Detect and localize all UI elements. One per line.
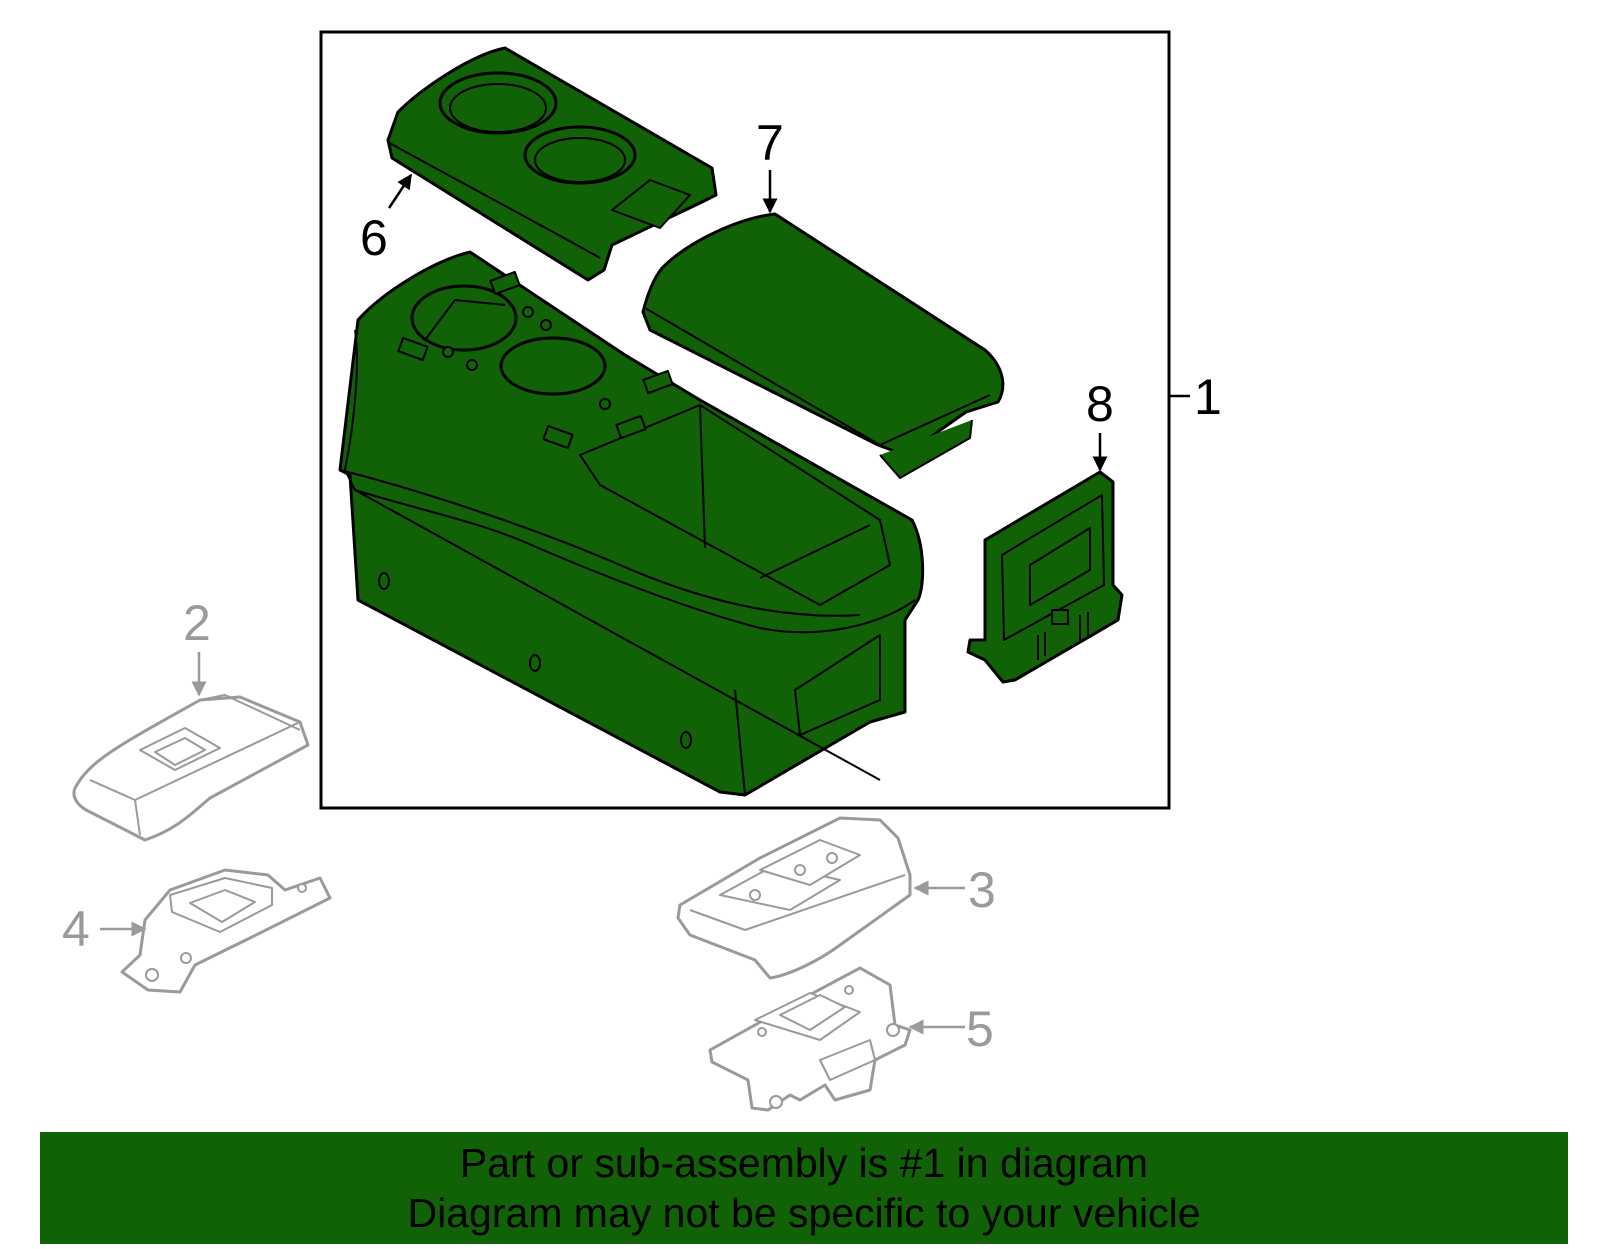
banner-line-2: Diagram may not be specific to your vehi… [407, 1190, 1201, 1236]
callout-2: 2 [183, 595, 211, 651]
callout-8: 8 [1086, 376, 1114, 432]
assembly-frame [319, 30, 1171, 810]
part-5-mounting-plate[interactable] [708, 966, 912, 1112]
callout-1: 1 [1194, 369, 1222, 425]
callout-7: 7 [756, 115, 784, 171]
disclaimer-banner: Part or sub-assembly is #1 in diagram Di… [40, 1132, 1568, 1244]
part-2-armrest-pad[interactable] [72, 694, 310, 842]
callout-3: 3 [968, 862, 996, 918]
part-1-console-body[interactable] [338, 250, 925, 797]
leader-lines [100, 170, 1190, 1035]
part-3-trim-panel[interactable] [676, 816, 912, 980]
callout-6: 6 [360, 210, 388, 266]
part-7-armrest-lid[interactable] [641, 212, 1005, 479]
part-4-bracket[interactable] [120, 868, 332, 994]
part-8-rear-panel[interactable] [966, 470, 1124, 684]
banner-line-1: Part or sub-assembly is #1 in diagram [459, 1140, 1149, 1186]
part-6-cupholder-tray[interactable] [386, 46, 718, 282]
callout-4: 4 [62, 901, 90, 957]
callout-5: 5 [966, 1001, 994, 1057]
